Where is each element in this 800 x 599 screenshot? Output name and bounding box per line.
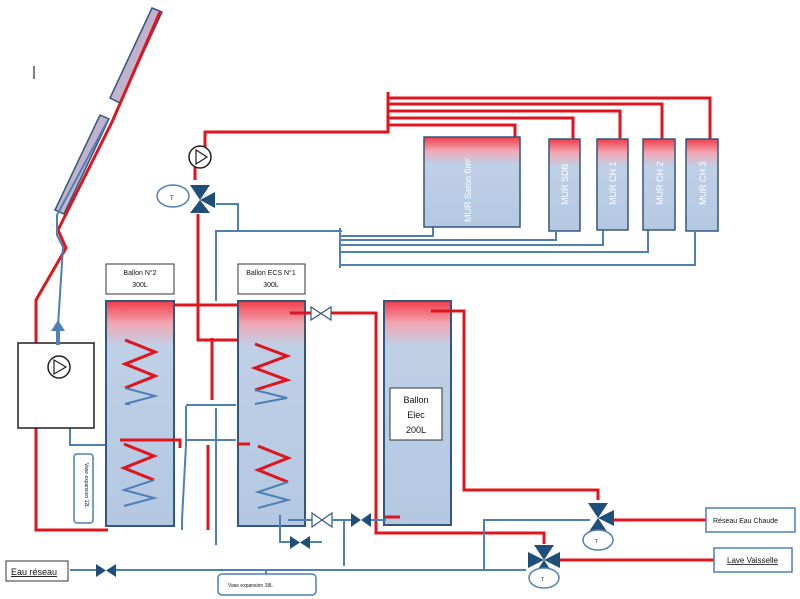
mur-ch1-label: MUR CH 1 — [608, 161, 618, 205]
mixer-lower-thermostat-label: T — [541, 577, 544, 583]
heating-3way-valve-icon — [190, 185, 215, 213]
ballon-elec-line2: Elec — [407, 410, 425, 420]
ballon-2-label-box — [105, 263, 175, 295]
elec-hot-outlet — [431, 309, 600, 500]
mur-ch2-label: MUR CH 2 — [655, 161, 665, 205]
ballon-ecs-upper-coil-hot — [250, 342, 292, 392]
ballon-2-tank — [105, 300, 175, 527]
mixer-valve-upper-icon — [588, 503, 614, 533]
mains-to-mixer — [483, 519, 590, 570]
ballon-2-upper-coil-cold — [124, 387, 159, 405]
hot-feed-sdb — [388, 116, 575, 140]
heating-thermostat — [156, 184, 190, 208]
mur-ch3-label: MUR CH 3 — [698, 161, 708, 205]
bottom-valve-2-icon — [351, 513, 371, 527]
return-salon — [340, 226, 434, 237]
ballon-ecs-capacity: 300L — [263, 282, 279, 289]
hot-main-riser — [203, 92, 390, 149]
hot-feed-ch1 — [388, 109, 622, 140]
expansion-vessel-18l-label: Vase expansion 18L — [228, 583, 273, 589]
ballon-2-upper-coil-hot — [120, 338, 160, 390]
mixer-lower-thermostat — [528, 567, 560, 589]
mur-salon — [423, 136, 521, 228]
return-to-tanks — [215, 230, 342, 301]
ballon-ecs-upper-coil-cold — [254, 389, 288, 405]
mains-valve-icon — [96, 564, 116, 577]
bottom-cold-pipe-4 — [279, 515, 290, 543]
bottom-valve-1-icon — [311, 511, 333, 529]
return-ch2 — [340, 230, 649, 253]
return-ch1 — [340, 230, 604, 246]
elec-feed-pipe — [331, 311, 546, 544]
mur-sdb-label: MUR SDB — [560, 163, 570, 205]
ballon-elec-line3: 200L — [406, 425, 426, 435]
lave-vaisselle-box — [713, 547, 793, 573]
lave-vaisselle-label: Lave Vaisselle — [727, 556, 779, 565]
ballon-elec-label-box — [389, 387, 443, 441]
return-sdb — [340, 232, 557, 241]
expansion-vessel-12l-label: Vase expansion 12L — [83, 463, 89, 508]
mixer-upper-thermostat — [582, 529, 614, 551]
mur-ch1 — [596, 138, 629, 231]
solar-panels — [53, 7, 164, 215]
ballon-2-capacity: 300L — [132, 282, 148, 289]
mur-salon-label: MUR Salon 6m² — [463, 158, 473, 222]
hot-supply-to-ecs — [196, 214, 243, 342]
ballon-ecs-label-box — [237, 263, 306, 295]
ballon-2-coil-feed — [120, 438, 182, 448]
heating-thermostat-label: T — [170, 196, 174, 202]
return-ch3 — [340, 232, 696, 266]
flow-arrow-icon — [51, 320, 65, 331]
solar-panel-lower — [53, 114, 111, 215]
expansion-vessel-12l — [73, 453, 94, 524]
ballon-elec-line1: Ballon — [403, 395, 428, 405]
ballon-2-lower-coil-cold — [120, 479, 158, 507]
eau-reseau-label: Eau réseau — [11, 567, 57, 577]
eau-reseau-box — [5, 560, 69, 582]
reseau-eau-chaude-label: Réseau Eau Chaude — [713, 518, 778, 525]
solar-cold-pipe — [56, 119, 109, 327]
ballon-ecs-lower-coil-cold — [254, 481, 292, 509]
ecs-outlet-valve-icon — [310, 305, 332, 322]
mixing-valve-return — [216, 203, 239, 232]
hot-feed-ch2 — [388, 102, 664, 140]
ballon-ecs-title: Ballon ECS N°1 — [246, 269, 296, 277]
expansion-vessel-18l — [217, 573, 317, 596]
ballon-ecs-1-tank — [237, 300, 306, 527]
bottom-valve-3-icon — [290, 536, 310, 549]
ballon-2-title: Ballon N°2 — [123, 269, 156, 277]
mur-sdb — [548, 138, 581, 232]
mur-ch3 — [685, 138, 719, 232]
hot-feed-ch3 — [388, 96, 712, 140]
ballon-ecs-lower-coil-hot — [253, 444, 293, 484]
mixer-upper-thermostat-label: T — [595, 539, 598, 545]
hot-feed-salon — [388, 123, 517, 140]
mur-ch2 — [642, 138, 676, 231]
solar-hot-pipe — [34, 11, 162, 532]
reseau-eau-chaude-box — [705, 507, 796, 533]
ballon-2-lower-coil-hot — [119, 442, 159, 482]
tank-link-cold-1 — [181, 406, 187, 530]
